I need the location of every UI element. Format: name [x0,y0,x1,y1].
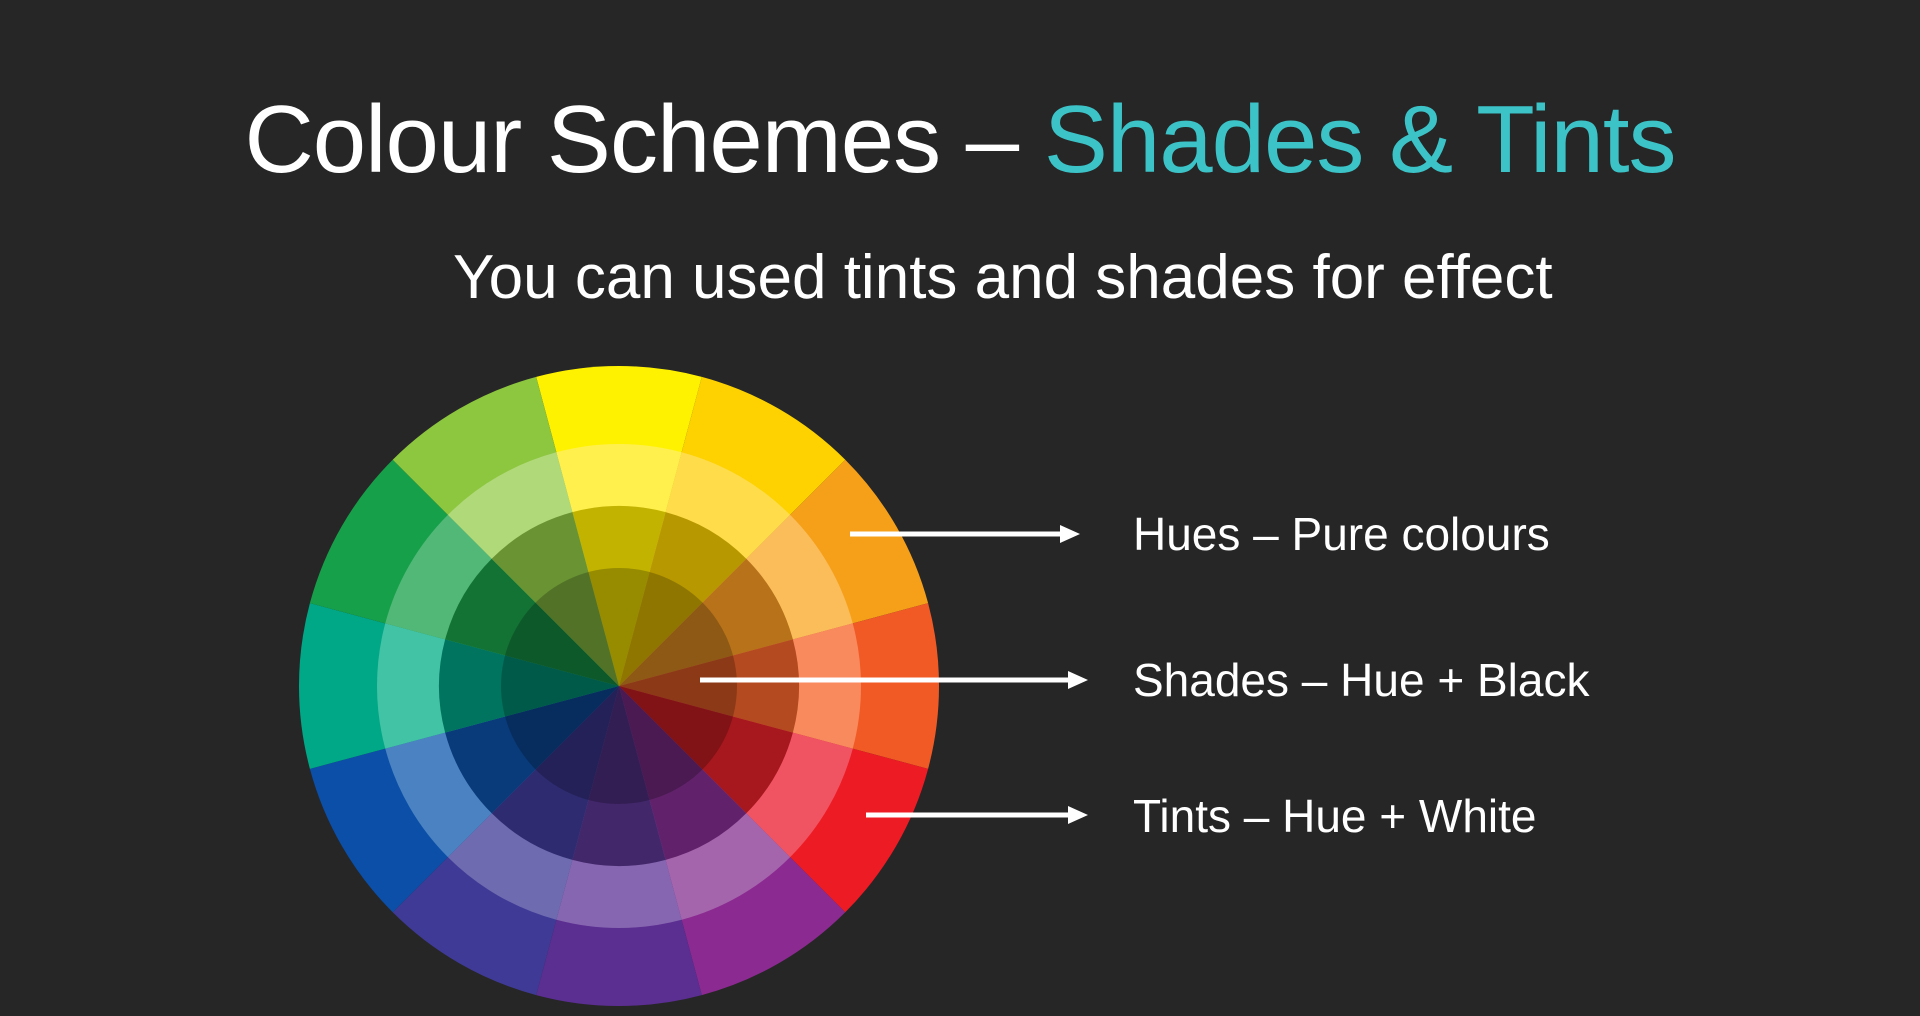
slide-title: Colour Schemes – Shades & Tints [0,80,1920,200]
wheel-shade-green [445,558,619,686]
title-accent: Shades & Tints [1043,86,1677,193]
title-main: Colour Schemes – [244,86,1044,193]
wheel-shade-orange [619,558,793,686]
wheel-shade-red [619,686,793,814]
label-shades: Shades – Hue + Black [1133,654,1590,706]
label-hues: Hues – Pure colours [1133,508,1550,560]
wheel-shade-red-orange [619,639,800,733]
wheel-shade-blue [445,686,619,814]
color-wheel-center-shade [501,568,737,804]
wheel-shade-yellow-orange [619,512,747,686]
wheel-shade-red-violet [619,686,747,860]
wheel-shade-yellow-green [491,512,619,686]
wheel-shade-blue-violet [491,686,619,860]
wheel-shade-yellow [572,505,666,686]
wheel-shade-violet [572,686,666,867]
wheel-shade-blue-green [438,639,619,733]
label-tints: Tints – Hue + White [1133,790,1537,842]
color-wheel [298,365,940,1007]
slide-subtitle: You can used tints and shades for effect [453,243,1553,312]
